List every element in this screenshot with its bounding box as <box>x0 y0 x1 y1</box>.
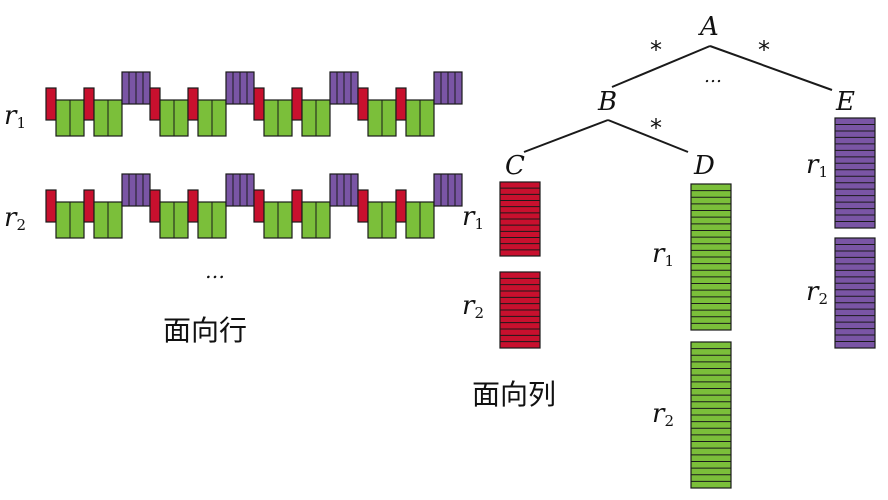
column-C-block-r1 <box>499 181 541 257</box>
red-field-cell <box>357 87 369 121</box>
red-field-cell <box>187 189 199 223</box>
row-record-strip-2 <box>45 173 463 239</box>
red-field-cell <box>83 87 95 121</box>
column-C-label-r1: r1 <box>462 202 484 233</box>
column-E-block-r2 <box>834 237 876 349</box>
tree-edge-b-d <box>607 119 689 153</box>
red-field-cell <box>253 189 265 223</box>
column-C-label-r2: r2 <box>462 291 484 322</box>
red-field-cell <box>291 189 303 223</box>
star-b-d: * <box>650 114 662 142</box>
column-D-label-r1: r1 <box>652 239 674 270</box>
tree-edge-a-b <box>611 45 711 88</box>
column-E-block-r1 <box>834 117 876 229</box>
column-C-block-r2 <box>499 271 541 349</box>
red-field-cell <box>253 87 265 121</box>
column-D-block-r1 <box>690 183 732 331</box>
red-field-cell <box>83 189 95 223</box>
tree-node-b: B <box>597 87 617 117</box>
row-label-r2: r2 <box>4 203 26 234</box>
tree-node-d: D <box>693 151 715 181</box>
schema-tree <box>523 45 833 153</box>
column-D-label-r2: r2 <box>652 399 674 430</box>
red-field-cell <box>45 87 57 121</box>
row-label-r1: r1 <box>4 101 26 132</box>
row-oriented-caption: 面向行 <box>163 314 247 347</box>
star-a-b: * <box>650 36 662 64</box>
row-record-strip-1 <box>45 71 463 137</box>
column-oriented-caption: 面向列 <box>472 378 556 411</box>
star-a-e: * <box>758 36 770 64</box>
tree-edge-b-c <box>523 119 609 153</box>
red-field-cell <box>45 189 57 223</box>
red-field-cell <box>357 189 369 223</box>
column-D-block-r2 <box>690 341 732 489</box>
column-E-label-r2: r2 <box>806 277 828 308</box>
column-block <box>834 117 876 229</box>
tree-ellipsis: … <box>704 66 722 87</box>
column-block <box>834 237 876 349</box>
column-E-label-r1: r1 <box>806 150 828 181</box>
tree-edge-a-e <box>709 45 833 91</box>
red-field-cell <box>187 87 199 121</box>
tree-node-a: A <box>698 12 719 42</box>
red-field-cell <box>395 87 407 121</box>
red-field-cell <box>291 87 303 121</box>
tree-node-e: E <box>835 87 855 117</box>
tree-node-c: C <box>505 151 525 181</box>
row-ellipsis: … <box>205 259 225 283</box>
red-field-cell <box>149 189 161 223</box>
red-field-cell <box>149 87 161 121</box>
red-field-cell <box>395 189 407 223</box>
